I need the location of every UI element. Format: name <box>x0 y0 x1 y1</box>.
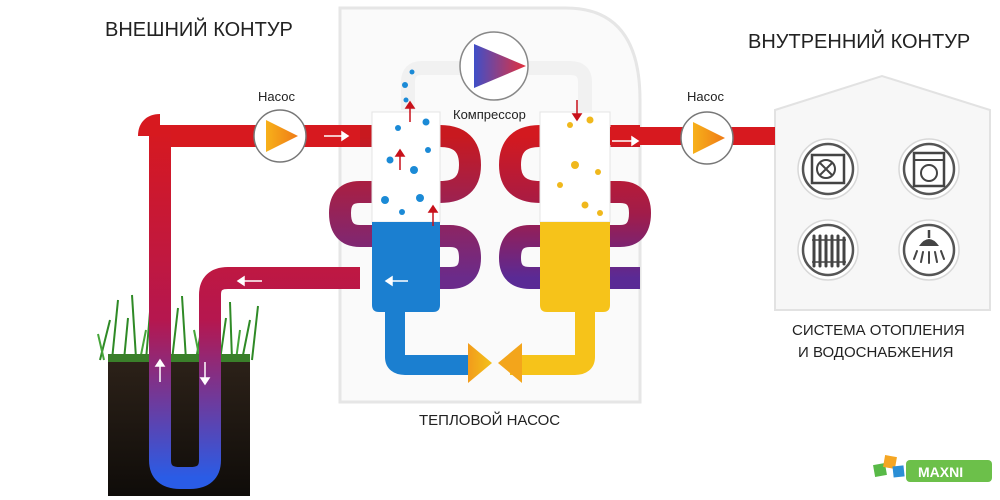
compressor-icon <box>474 44 526 88</box>
pump-left-icon <box>266 120 298 152</box>
flow-arrows-white <box>154 130 640 386</box>
washing-machine-icon <box>898 138 960 200</box>
radiator-icon <box>797 219 859 281</box>
system-label-line2: И ВОДОСНАБЖЕНИЯ <box>798 344 953 361</box>
logo-text: MAXNI <box>918 464 963 480</box>
condenser-tank-liquid <box>540 222 610 312</box>
heat-pump-label: ТЕПЛОВОЙ НАСОС <box>419 411 560 429</box>
pump-right-icon <box>693 122 725 154</box>
house-outline <box>774 74 991 311</box>
pump-right <box>680 111 734 165</box>
evaporator-tank-top <box>371 111 441 223</box>
maxni-logo <box>873 455 992 482</box>
pump-left <box>253 109 307 163</box>
condenser-bubbles <box>557 116 603 216</box>
condenser-outlet-pipe <box>510 310 595 375</box>
compressor-label: Компрессор <box>453 107 526 122</box>
inner-circuit-label: ВНУТРЕННИЙ КОНТУР <box>748 29 970 53</box>
grass-base <box>108 354 250 362</box>
shower-icon <box>898 219 960 281</box>
outer-corner <box>138 114 161 137</box>
grass <box>97 294 259 361</box>
pump-left-label: Насос <box>258 89 295 104</box>
condenser-coil <box>498 125 652 289</box>
outer-circuit-label: ВНЕШНИЙ КОНТУР <box>105 17 293 41</box>
evaporator-outlet-pipe <box>385 310 470 375</box>
evaporator-tank-liquid <box>372 222 440 312</box>
expansion-valve-right <box>498 343 522 383</box>
evaporator-coil <box>328 125 482 289</box>
pump-right-label: Насос <box>687 89 724 104</box>
evaporator-bubbles <box>381 69 431 215</box>
expansion-valve-left <box>468 343 492 383</box>
air-conditioner-icon <box>797 138 859 200</box>
system-label-line1: СИСТЕМА ОТОПЛЕНИЯ <box>792 322 965 339</box>
flow-arrows-red <box>394 100 583 226</box>
